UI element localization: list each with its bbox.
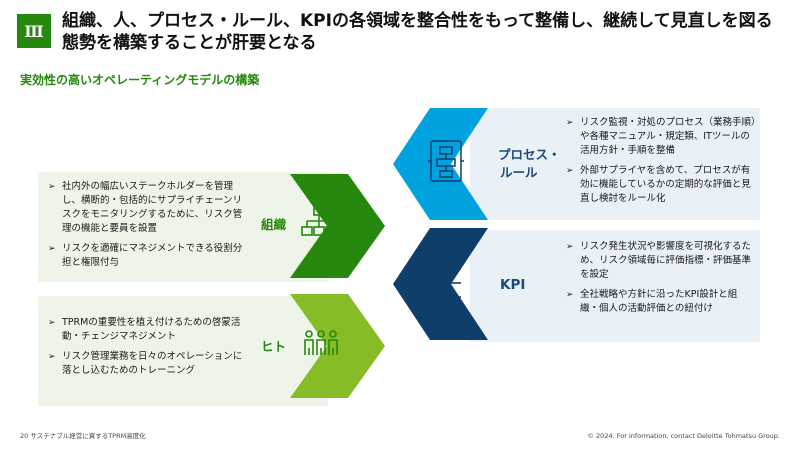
- bullet-text: リスク監視・対処のプロセス（業務手順）や各種マニュアル・規定類、ITツールの活用…: [580, 117, 756, 156]
- kpi-bullets: ➢ リスク発生状況や影響度を可視化するため、リスク領域毎に評価指標・評価基準を設定…: [566, 240, 756, 322]
- list-item: ➢ リスク監視・対処のプロセス（業務手順）や各種マニュアル・規定類、ITツールの活…: [566, 116, 756, 158]
- bullet-text: リスクを適確にマネジメントできる役割分担と権限付与: [62, 243, 243, 268]
- people-panel: [38, 296, 328, 406]
- list-item: ➢ 外部サプライヤを含めて、プロセスが有効に機能しているかの定期的な評価と見直し検…: [566, 164, 756, 206]
- people-label: ヒト: [261, 339, 287, 354]
- kpi-label: KPI: [500, 277, 526, 293]
- arrow-icon: ➢: [48, 318, 56, 328]
- kpi-panel: [470, 230, 760, 342]
- arrow-icon: ➢: [48, 182, 56, 192]
- arrow-icon: ➢: [566, 166, 574, 176]
- list-item: ➢ TPRMの重要性を植え付けるための啓蒙活動・チェンジマネジメント: [48, 316, 248, 344]
- organization-panel: [38, 172, 328, 282]
- bullet-text: TPRMの重要性を植え付けるための啓蒙活動・チェンジマネジメント: [62, 317, 241, 342]
- bullet-text: リスク管理業務を日々のオペレーションに落とし込むためのトレーニング: [62, 351, 243, 376]
- process-label: プロセス・ ルール: [498, 146, 561, 182]
- organization-label: 組織: [261, 217, 287, 232]
- footer-copyright: © 2024. For information, contact Deloitt…: [587, 432, 780, 440]
- page-title: 組織、人、プロセス・ルール、KPIの各領域を整合性をもって整備し、継続して見直し…: [62, 11, 773, 53]
- process-flow-icon: [428, 140, 464, 182]
- list-item: ➢ リスク管理業務を日々のオペレーションに落とし込むためのトレーニング: [48, 350, 248, 378]
- people-bullets: ➢ TPRMの重要性を植え付けるための啓蒙活動・チェンジマネジメント ➢ リスク管理…: [48, 316, 248, 384]
- bullet-text: 外部サプライヤを含めて、プロセスが有効に機能しているかの定期的な評価と見直し検討…: [580, 165, 751, 204]
- arrow-icon: ➢: [566, 242, 574, 252]
- bullet-text: リスク発生状況や影響度を可視化するため、リスク領域毎に評価指標・評価基準を設定: [580, 241, 752, 280]
- bullet-text: 社内外の幅広いステークホルダーを管理し、横断的・包括的にサプライチェーンリスクを…: [62, 181, 243, 234]
- footer-page-info: 20 サステナブル経営に資するTPRM高度化: [20, 432, 146, 440]
- checklist-icon: [432, 262, 461, 301]
- org-chart-icon: [301, 206, 337, 236]
- list-item: ➢ 全社戦略や方針に沿ったKPI設計と組織・個人の活動評価との紐付け: [566, 288, 756, 316]
- process-panel: [470, 108, 760, 220]
- arrow-icon: ➢: [48, 244, 56, 254]
- list-item: ➢ 社内外の幅広いステークホルダーを管理し、横断的・包括的にサプライチェーンリスク…: [48, 180, 248, 236]
- arrow-icon: ➢: [566, 118, 574, 128]
- list-item: ➢ リスク発生状況や影響度を可視化するため、リスク領域毎に評価指標・評価基準を設定: [566, 240, 756, 282]
- section-number-badge: Ⅲ: [17, 14, 51, 48]
- bullet-text: 全社戦略や方針に沿ったKPI設計と組織・個人の活動評価との紐付け: [580, 289, 738, 314]
- people-icon: [304, 330, 338, 355]
- process-label-line2: ルール: [500, 165, 538, 180]
- organization-chevron: [290, 174, 385, 278]
- process-bullets: ➢ リスク監視・対処のプロセス（業務手順）や各種マニュアル・規定類、ITツールの活…: [566, 116, 756, 212]
- process-label-line1: プロセス・: [498, 147, 561, 162]
- organization-bullets: ➢ 社内外の幅広いステークホルダーを管理し、横断的・包括的にサプライチェーンリスク…: [48, 180, 248, 276]
- list-item: ➢ リスクを適確にマネジメントできる役割分担と権限付与: [48, 242, 248, 270]
- arrow-icon: ➢: [566, 290, 574, 300]
- subtitle: 実効性の高いオペレーティングモデルの構築: [20, 73, 260, 87]
- process-chevron: [393, 108, 488, 220]
- arrow-icon: ➢: [48, 352, 56, 362]
